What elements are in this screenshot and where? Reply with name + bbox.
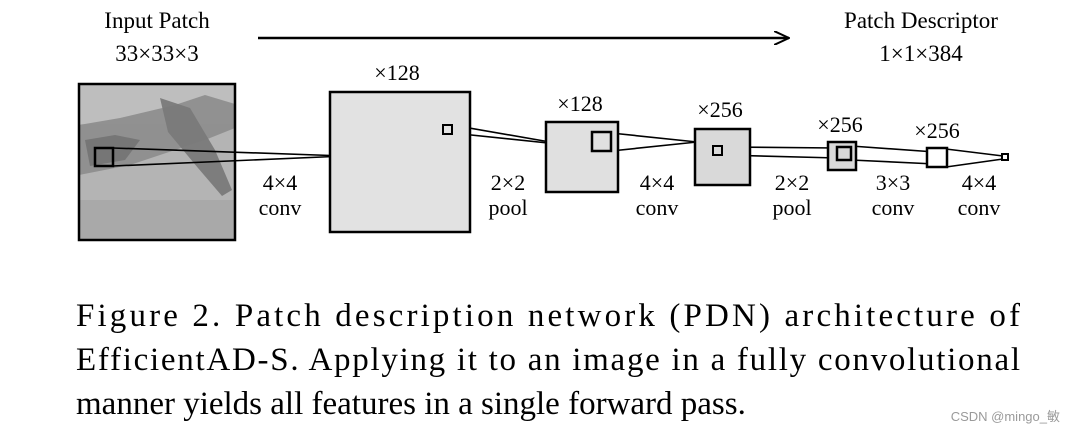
op-1-type: conv <box>259 195 302 220</box>
feature-map-2 <box>544 120 620 194</box>
feature-map-2-receptive-field <box>590 130 613 153</box>
layer-4-channels: ×256 <box>817 112 862 137</box>
op-4-kernel: 2×2 <box>775 170 809 195</box>
feature-map-3-receptive-field <box>712 145 723 156</box>
op-4-type: pool <box>772 195 811 220</box>
op-5-kernel: 3×3 <box>876 170 910 195</box>
op-2-type: pool <box>488 195 527 220</box>
op-6-kernel: 4×4 <box>962 170 996 195</box>
op-3-type: conv <box>636 195 679 220</box>
caption-line-2: EfficientAD-S. Applying it to an image i… <box>76 342 1020 378</box>
feature-map-1-receptive-field <box>442 124 453 135</box>
feature-map-4-receptive-field <box>835 145 853 162</box>
patch-descriptor-title: Patch Descriptor <box>844 8 998 33</box>
input-patch-title: Input Patch <box>104 8 210 33</box>
input-patch-size: 33×33×3 <box>115 41 198 66</box>
op-1-kernel: 4×4 <box>263 170 297 195</box>
op-3-kernel: 4×4 <box>640 170 674 195</box>
caption-line-3: manner yields all features in a single f… <box>76 386 746 422</box>
watermark: CSDN @mingo_敏 <box>951 409 1060 424</box>
feature-map-1 <box>328 90 472 234</box>
layer-5-channels: ×256 <box>914 118 959 143</box>
layer-3-channels: ×256 <box>697 97 742 122</box>
input-patch-image <box>77 82 237 242</box>
caption-line-1: Figure 2. Patch description network (PDN… <box>76 298 1020 334</box>
output-descriptor <box>1001 153 1009 161</box>
feature-map-3 <box>693 127 752 187</box>
layer-1-channels: ×128 <box>374 60 419 85</box>
input-receptive-field <box>93 146 115 168</box>
op-5-type: conv <box>872 195 915 220</box>
op-6-type: conv <box>958 195 1001 220</box>
feature-map-5 <box>925 146 949 169</box>
layer-2-channels: ×128 <box>557 91 602 116</box>
patch-descriptor-size: 1×1×384 <box>879 41 963 66</box>
op-2-kernel: 2×2 <box>491 170 525 195</box>
